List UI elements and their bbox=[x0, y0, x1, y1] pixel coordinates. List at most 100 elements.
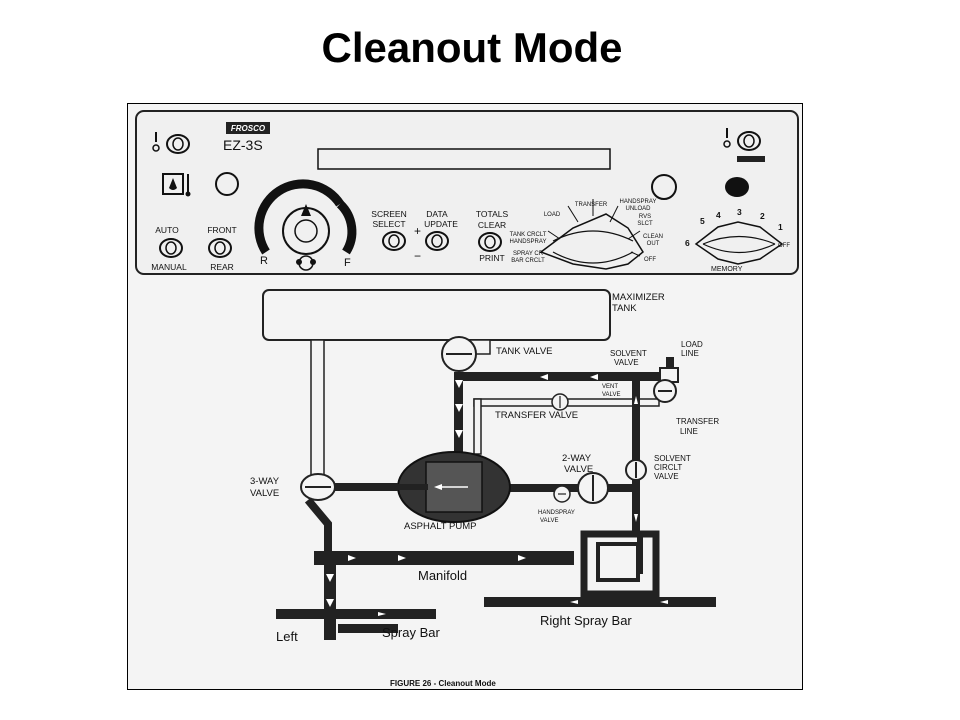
update-label: UPDATE bbox=[424, 219, 458, 229]
solvent-circlt-label-2: CIRCLT bbox=[654, 463, 682, 472]
handspray-valve bbox=[553, 485, 571, 503]
solvent-valve-label-2: VALVE bbox=[614, 358, 639, 367]
pump-inlet-pipe bbox=[454, 372, 463, 452]
memory-6: 6 bbox=[685, 238, 690, 248]
load-line-label-2: LINE bbox=[681, 349, 699, 358]
two-way-label-1: 2-WAY bbox=[562, 453, 592, 464]
cleanout-figure: FROSCO EZ-3S AUTO MANUAL FRONT bbox=[127, 103, 803, 690]
two-way-valve bbox=[577, 472, 609, 504]
auto-manual-switch[interactable] bbox=[159, 238, 183, 258]
plus-label: + bbox=[414, 224, 421, 238]
asphalt-pump-label: ASPHALT PUMP bbox=[404, 521, 477, 532]
mode-out: OUT bbox=[647, 241, 660, 247]
solvent-circlt-valve bbox=[625, 459, 647, 481]
spray-bar-label: Spray Bar bbox=[382, 625, 440, 640]
power-switch-icon-right[interactable] bbox=[723, 128, 765, 162]
left-return-pipe bbox=[310, 339, 325, 484]
mode-spray-cr: SPRAY CR bbox=[513, 251, 544, 257]
data-label: DATA bbox=[426, 209, 448, 219]
flow-arrows bbox=[326, 374, 668, 616]
mode-slct: SLCT bbox=[637, 221, 653, 227]
power-switch-icon[interactable] bbox=[152, 132, 190, 154]
cleanout-diagram: FROSCO EZ-3S AUTO MANUAL FRONT bbox=[135, 110, 799, 688]
alarm-light bbox=[725, 177, 749, 197]
screen-label: SCREEN bbox=[371, 209, 406, 219]
memory-1: 1 bbox=[778, 222, 783, 232]
mode-selector-knob[interactable] bbox=[539, 199, 644, 270]
mode-load: LOAD bbox=[544, 212, 561, 218]
three-way-label-2: VALVE bbox=[250, 488, 279, 499]
vent-valve-label-2: VALVE bbox=[602, 392, 620, 398]
mode-bar-crclt: BAR CRCLT bbox=[511, 258, 545, 264]
totals-label: TOTALS bbox=[476, 209, 509, 219]
tank-valve-label: TANK VALVE bbox=[496, 346, 553, 357]
tank-label: TANK bbox=[612, 303, 637, 314]
mode-clean: CLEAN bbox=[643, 234, 663, 240]
mode-unload: UNLOAD bbox=[625, 206, 651, 212]
tank-heat-icon bbox=[162, 173, 191, 197]
solvent-valve-label-1: SOLVENT bbox=[610, 349, 647, 358]
model-label: EZ-3S bbox=[223, 137, 263, 153]
transfer-valve-label: TRANSFER VALVE bbox=[495, 410, 578, 421]
status-light bbox=[651, 174, 677, 200]
screen-select-switch[interactable] bbox=[382, 231, 406, 251]
left-spray-bar bbox=[276, 609, 436, 619]
data-update-switch[interactable] bbox=[425, 231, 449, 251]
direction-dial[interactable] bbox=[254, 179, 357, 271]
flow-diagram: MAXIMIZER TANK TANK VALVE SOLVENT VALVE … bbox=[250, 289, 719, 688]
solvent-circlt-label-3: VALVE bbox=[654, 472, 679, 481]
memory-selector-knob[interactable] bbox=[694, 221, 784, 265]
manual-label: MANUAL bbox=[151, 262, 187, 272]
memory-3: 3 bbox=[737, 207, 742, 217]
solvent-circlt-label-1: SOLVENT bbox=[654, 454, 691, 463]
left-spray-bar-2 bbox=[338, 624, 398, 633]
two-way-label-2: VALVE bbox=[564, 464, 593, 475]
mode-handspray: HANDSPRAY bbox=[620, 199, 657, 205]
mode-handspray-2: HANDSPRAY bbox=[510, 239, 547, 245]
transfer-line-label-2: LINE bbox=[680, 427, 698, 436]
minus-label: − bbox=[414, 249, 421, 263]
brand-label: FROSCO bbox=[231, 124, 266, 133]
right-junction-block bbox=[580, 530, 660, 598]
slide-title: Cleanout Mode bbox=[321, 24, 623, 71]
three-way-valve bbox=[300, 473, 398, 501]
memory-4: 4 bbox=[716, 210, 721, 220]
solvent-valve bbox=[659, 357, 679, 383]
mode-transfer: TRANSFER bbox=[575, 202, 608, 208]
mode-tank-crclt: TANK CRCLT bbox=[510, 232, 547, 238]
vent-valve bbox=[653, 379, 677, 403]
display-window bbox=[317, 148, 611, 170]
dial-r-label: R bbox=[260, 255, 268, 267]
brand-badge bbox=[226, 122, 270, 134]
right-spray-bar bbox=[484, 597, 716, 607]
front-label: FRONT bbox=[207, 225, 236, 235]
totals-switch[interactable] bbox=[478, 232, 502, 252]
memory-off: OFF bbox=[778, 243, 790, 249]
maximizer-label: MAXIMIZER bbox=[612, 292, 665, 303]
mode-off: OFF bbox=[644, 257, 656, 263]
select-label: SELECT bbox=[372, 219, 405, 229]
clear-label: CLEAR bbox=[478, 220, 506, 230]
dial-f-label: F bbox=[344, 257, 351, 269]
control-panel: FROSCO EZ-3S AUTO MANUAL FRONT bbox=[135, 110, 799, 275]
vent-valve-label-1: VENT bbox=[602, 384, 618, 390]
transfer-valve bbox=[551, 393, 569, 411]
transfer-line-label-1: TRANSFER bbox=[676, 417, 719, 426]
three-way-label-1: 3-WAY bbox=[250, 476, 280, 487]
manifold-label: Manifold bbox=[418, 568, 467, 583]
right-spray-bar-label: Right Spray Bar bbox=[540, 613, 632, 628]
memory-label: MEMORY bbox=[711, 266, 743, 273]
handspray-valve-label-1: HANDSPRAY bbox=[538, 510, 575, 516]
memory-2: 2 bbox=[760, 211, 765, 221]
front-rear-switch[interactable] bbox=[208, 238, 232, 258]
load-line-label-1: LOAD bbox=[681, 340, 703, 349]
mode-rvs: RVS bbox=[639, 214, 651, 220]
solvent-line-top bbox=[458, 372, 668, 381]
transfer-drop-pipe bbox=[473, 398, 482, 455]
auto-label: AUTO bbox=[155, 225, 179, 235]
asphalt-pump bbox=[397, 451, 511, 523]
maximizer-tank bbox=[262, 289, 611, 341]
manifold-pipe bbox=[314, 551, 574, 565]
solvent-riser-pipe bbox=[632, 381, 640, 536]
handspray-valve-label-2: VALVE bbox=[540, 518, 558, 524]
